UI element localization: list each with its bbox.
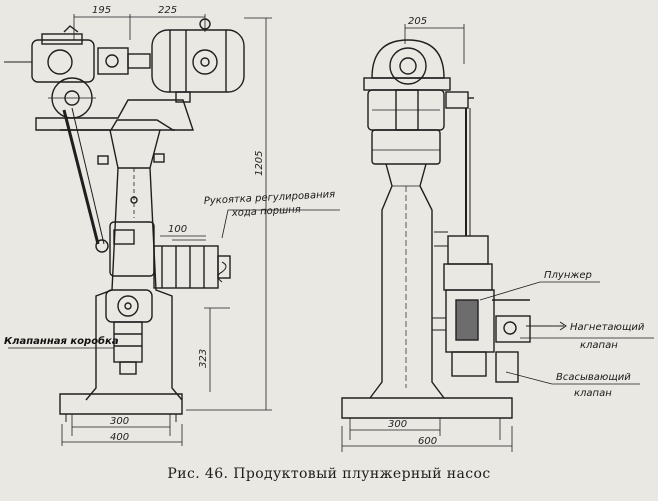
figure-caption: Рис. 46. Продуктовый плунжерный насос bbox=[167, 466, 491, 482]
dim-225: 225 bbox=[158, 5, 177, 16]
dim-195: 195 bbox=[92, 5, 111, 16]
dim-300-left: 300 bbox=[110, 416, 129, 427]
dim-300-right: 300 bbox=[388, 419, 407, 430]
right-front-view bbox=[341, 24, 654, 452]
label-stroke-handle-line1: Рукоятка регулирования bbox=[204, 189, 336, 207]
label-discharge-line1: Нагнетающий bbox=[570, 322, 645, 333]
label-plunger: Плунжер bbox=[544, 270, 592, 281]
dim-205: 205 bbox=[408, 16, 427, 27]
label-valve-box: Клапанная коробка bbox=[4, 335, 119, 347]
dim-323: 323 bbox=[198, 349, 209, 368]
label-suction-line2: клапан bbox=[574, 388, 612, 399]
dim-600: 600 bbox=[418, 436, 437, 447]
dim-400: 400 bbox=[110, 432, 129, 443]
label-discharge-line2: клапан bbox=[580, 340, 618, 351]
dim-100: 100 bbox=[168, 224, 187, 235]
label-stroke-handle-line2: хода поршня bbox=[231, 204, 301, 219]
dim-1205: 1205 bbox=[254, 151, 265, 176]
label-suction-line1: Всасывающий bbox=[556, 372, 631, 383]
left-side-view bbox=[4, 14, 340, 446]
